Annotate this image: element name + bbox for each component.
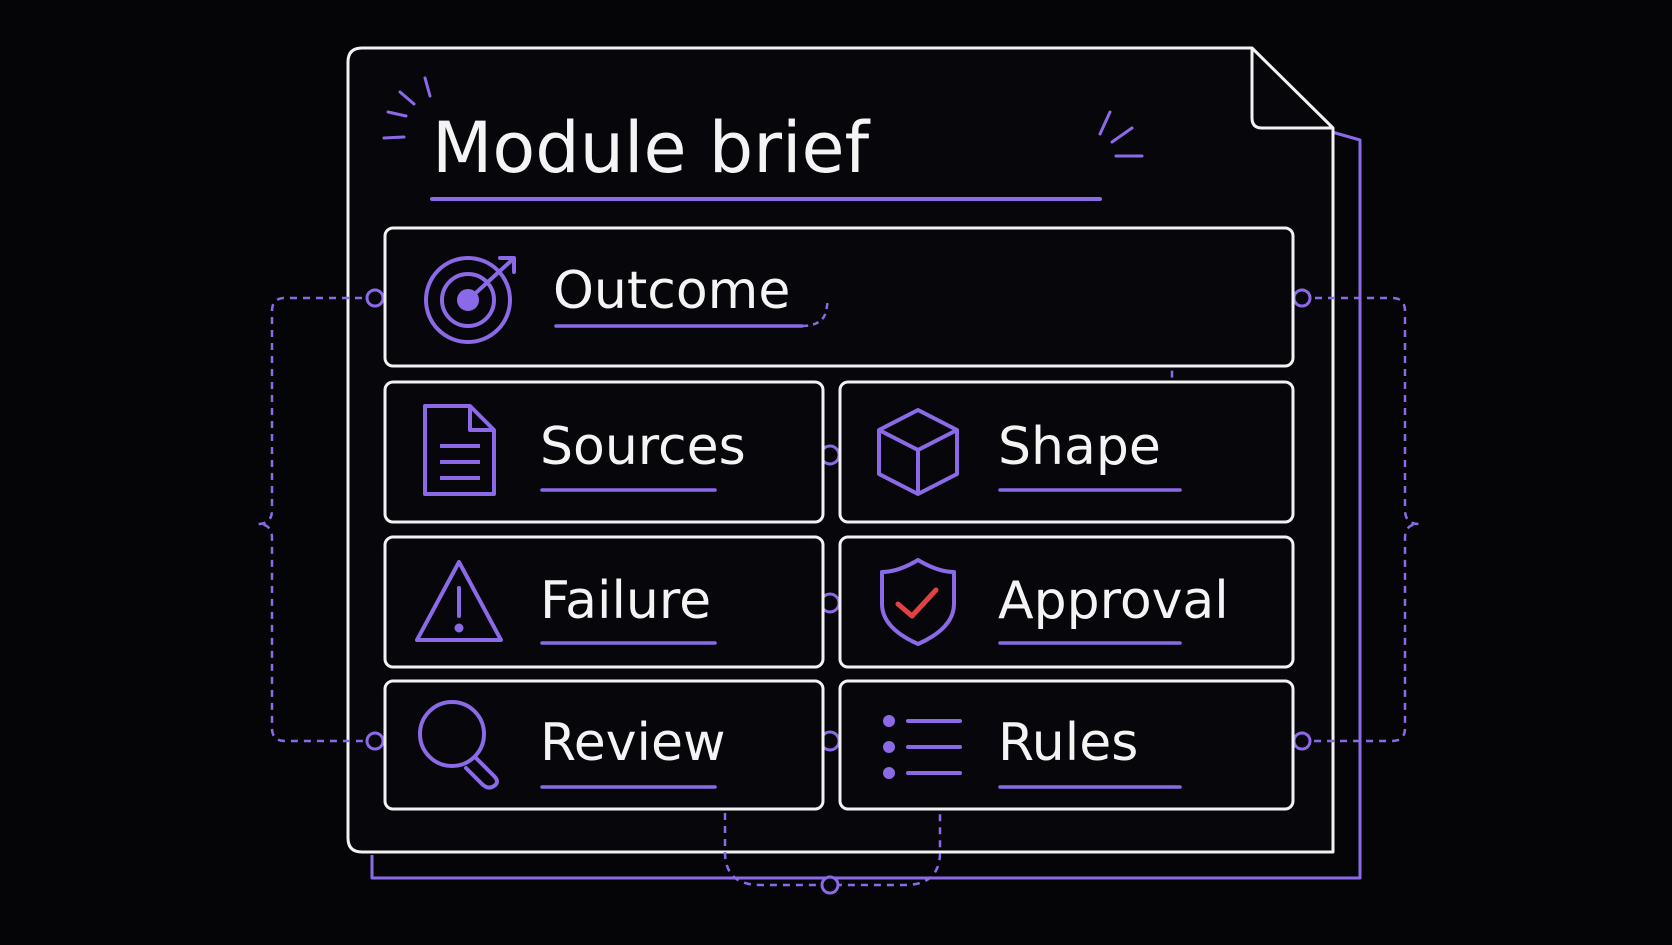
- card-failure[interactable]: Failure: [383, 535, 825, 669]
- card-review[interactable]: Review: [383, 679, 825, 811]
- card-label-shape: Shape: [998, 417, 1161, 477]
- list-icon: [883, 715, 962, 779]
- right-bracket-connector: [1302, 296, 1420, 743]
- card-label-approval: Approval: [998, 571, 1229, 631]
- shield-check-icon: [880, 558, 956, 646]
- card-label-rules: Rules: [998, 713, 1138, 773]
- warning-icon: [415, 560, 503, 642]
- sparkle-left-icon: [382, 76, 432, 140]
- sparkle-right-icon: [1098, 110, 1144, 158]
- magnifier-icon: [418, 700, 499, 790]
- document-icon: [423, 404, 496, 496]
- card-label-sources: Sources: [540, 417, 746, 477]
- card-label-outcome: Outcome: [553, 261, 790, 321]
- card-sources[interactable]: Sources: [383, 380, 825, 524]
- target-icon: [424, 256, 516, 344]
- card-label-failure: Failure: [540, 571, 711, 631]
- left-bracket-connector: [257, 296, 375, 743]
- card-rules[interactable]: Rules: [838, 679, 1295, 811]
- card-label-review: Review: [540, 713, 726, 773]
- cube-icon: [877, 408, 959, 496]
- card-outcome[interactable]: Outcome: [383, 226, 1295, 368]
- card-approval[interactable]: Approval: [838, 535, 1295, 669]
- diagram-title: Module brief: [432, 107, 871, 189]
- card-shape[interactable]: Shape: [838, 380, 1295, 524]
